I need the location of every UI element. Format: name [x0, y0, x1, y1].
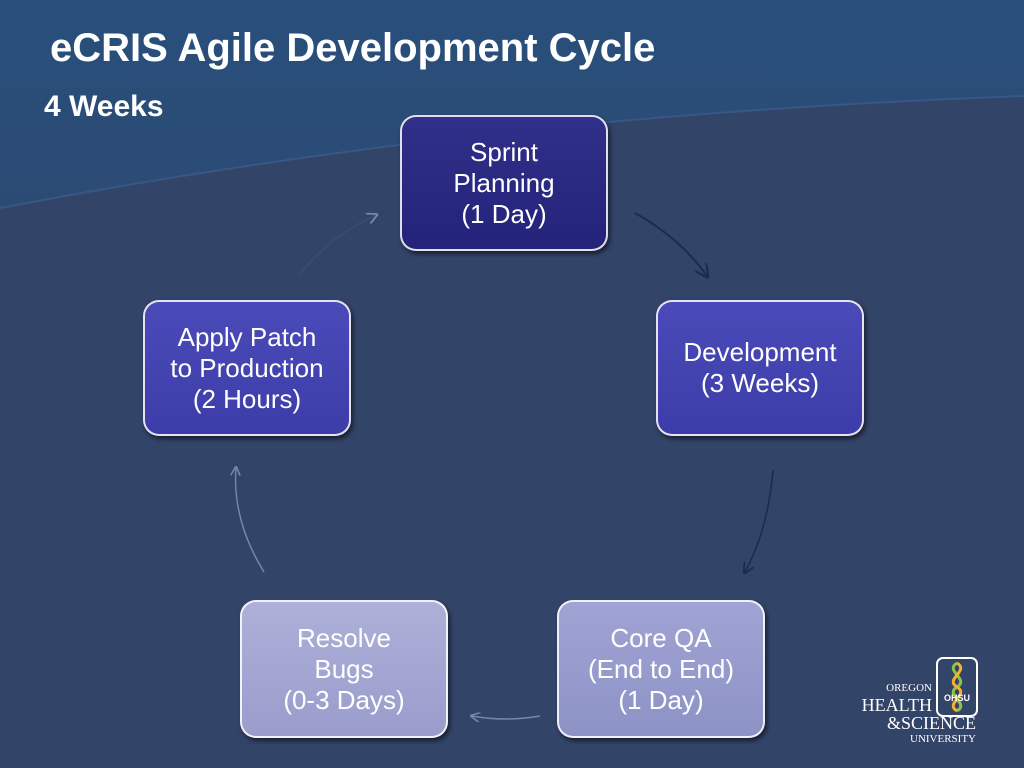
logo-line-oregon: OREGON [886, 682, 932, 694]
slide-subtitle: 4 Weeks [44, 90, 164, 123]
logo-line-science: &SCIENCE [886, 713, 976, 733]
arrow-patch-to-planning [299, 215, 376, 275]
node-apply-patch-label: Apply Patch to Production (2 Hours) [170, 321, 324, 414]
ohsu-badge-text: OHSU [944, 693, 970, 703]
node-resolve-bugs-label: Resolve Bugs (0-3 Days) [283, 622, 405, 715]
node-development: Development (3 Weeks) [656, 300, 864, 436]
node-resolve-bugs: Resolve Bugs (0-3 Days) [240, 600, 448, 738]
node-sprint-planning-label: Sprint Planning (1 Day) [453, 136, 555, 229]
arrow-development-to-qa [745, 469, 774, 572]
ohsu-badge-icon: OHSU [936, 657, 978, 717]
logo-line-health: HEALTH [861, 695, 932, 715]
node-core-qa: Core QA (End to End) (1 Day) [557, 600, 765, 738]
ohsu-logo: OHSU OREGON HEALTH &SCIENCE UNIVERSITY [842, 655, 982, 750]
node-core-qa-label: Core QA (End to End) (1 Day) [588, 622, 734, 715]
arrow-planning-to-development [634, 212, 707, 276]
slide-title: eCRIS Agile Development Cycle [50, 26, 656, 70]
node-sprint-planning: Sprint Planning (1 Day) [400, 115, 608, 251]
node-development-label: Development (3 Weeks) [683, 337, 837, 398]
arrow-qa-to-bugs [472, 716, 541, 719]
arrow-bugs-to-patch [236, 468, 265, 573]
logo-line-university: UNIVERSITY [910, 733, 976, 745]
node-apply-patch: Apply Patch to Production (2 Hours) [143, 300, 351, 436]
